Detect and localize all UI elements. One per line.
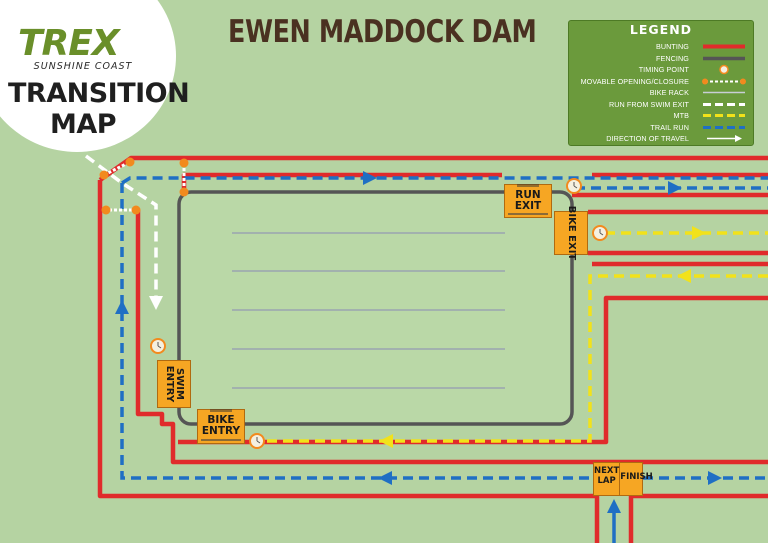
legend-label: MTB bbox=[673, 111, 689, 120]
legend-label: DIRECTION OF TRAVEL bbox=[606, 134, 689, 143]
legend-item-bunting: BUNTING bbox=[569, 41, 753, 52]
legend-label: TIMING POINT bbox=[638, 65, 689, 74]
next-lap-finish-sign: NEXT LAP FINISH bbox=[593, 462, 653, 496]
legend-item-fencing: FENCING bbox=[569, 53, 753, 64]
trail-run-arrow-icon bbox=[708, 471, 722, 485]
legend-item-run-from-swim: RUN FROM SWIM EXIT bbox=[569, 99, 753, 110]
bike-exit-sign: BIKE EXIT bbox=[554, 206, 588, 260]
legend-item-mtb: MTB bbox=[569, 110, 753, 121]
legend-label: MOVABLE OPENING/CLOSURE bbox=[580, 76, 689, 86]
map-title: TRANSITION MAP bbox=[8, 78, 190, 140]
bike-entry-line2: ENTRY bbox=[201, 425, 241, 437]
legend-title: LEGEND bbox=[629, 22, 693, 37]
legend-item-bike-rack: BIKE RACK bbox=[569, 87, 753, 98]
next-lap-line1: NEXT bbox=[594, 466, 620, 476]
movable-openings bbox=[99, 157, 189, 215]
bike-exit-label: BIKE EXIT bbox=[566, 205, 577, 261]
run-exit-line2: EXIT bbox=[514, 200, 542, 212]
run-from-swim-arrow-icon bbox=[149, 296, 163, 310]
bike-racks bbox=[232, 232, 505, 389]
next-lap-line2: LAP bbox=[597, 476, 616, 486]
legend-label: FENCING bbox=[655, 53, 689, 63]
legend-item-movable-opening: MOVABLE OPENING/CLOSURE bbox=[569, 76, 753, 87]
movable-opening-icon bbox=[702, 78, 746, 84]
legend-label: RUN FROM SWIM EXIT bbox=[608, 99, 689, 109]
run-exit-sign: RUN EXIT bbox=[504, 184, 552, 218]
swim-entry-label: SWIM ENTRY bbox=[164, 365, 185, 403]
legend-label: BIKE RACK bbox=[649, 88, 689, 97]
run-from-swim-line-icon bbox=[703, 102, 745, 106]
movable-opening-icon bbox=[179, 158, 189, 197]
bike-entry-sign: BIKE ENTRY bbox=[197, 409, 245, 444]
finish-label: FINISH bbox=[620, 472, 653, 482]
logo-tagline: SUNSHINE COAST bbox=[33, 61, 133, 72]
map-title-line2: MAP bbox=[49, 109, 117, 140]
map-title-line1: TRANSITION bbox=[8, 78, 190, 109]
legend-item-timing-point: TIMING POINT bbox=[569, 64, 753, 75]
mtb-arrow-icon bbox=[379, 434, 393, 448]
bunting-finish-chute bbox=[628, 493, 768, 543]
run-from-swim-route bbox=[84, 154, 158, 300]
legend-item-trail-run: TRAIL RUN bbox=[569, 122, 753, 133]
mtb-line-icon bbox=[703, 114, 745, 117]
fencing-line-icon bbox=[703, 56, 745, 60]
logo-badge: TREX SUNSHINE COAST TRANSITION MAP bbox=[0, 0, 190, 152]
next-lap-label: NEXT LAP bbox=[594, 463, 621, 495]
trail-run-arrow-icon bbox=[378, 471, 392, 485]
trail-run-left bbox=[120, 183, 768, 480]
page-title: EWEN MADDOCK DAM bbox=[228, 14, 537, 50]
direction-arrows bbox=[115, 171, 722, 543]
trail-run-top bbox=[121, 176, 768, 185]
trex-logo: TREX bbox=[18, 23, 120, 64]
legend-label: TRAIL RUN bbox=[650, 122, 689, 132]
movable-opening-icon bbox=[101, 205, 141, 215]
transition-area bbox=[177, 190, 574, 426]
bunting-left-outer bbox=[97, 180, 600, 543]
bike-rack-line-icon bbox=[703, 91, 745, 94]
run-exit-line1: RUN bbox=[515, 189, 541, 201]
trail-run-arrow-icon bbox=[115, 300, 129, 314]
bunting-line-icon bbox=[703, 44, 745, 49]
legend-item-direction: DIRECTION OF TRAVEL bbox=[569, 133, 753, 144]
finish-chute-arrow-icon bbox=[607, 499, 621, 513]
legend: LEGEND BUNTING FENCING TIMING POINT MOVA… bbox=[568, 20, 754, 146]
mtb-arrow-icon bbox=[677, 269, 691, 283]
mtb-arrow-icon bbox=[692, 226, 706, 240]
swim-entry-sign: SWIM ENTRY bbox=[157, 360, 191, 408]
trail-run-arrow-icon bbox=[363, 171, 377, 185]
timing-point-icon bbox=[719, 64, 729, 75]
bike-entry-line1: BIKE bbox=[207, 414, 235, 426]
direction-arrow-icon bbox=[707, 135, 742, 142]
trail-run-line-icon bbox=[703, 125, 745, 129]
legend-label: BUNTING bbox=[655, 42, 689, 51]
movable-opening-icon bbox=[99, 157, 135, 180]
trail-run-arrow-icon bbox=[668, 181, 682, 195]
timing-point-hands bbox=[157, 182, 604, 444]
bunting-left-inner bbox=[135, 210, 768, 465]
